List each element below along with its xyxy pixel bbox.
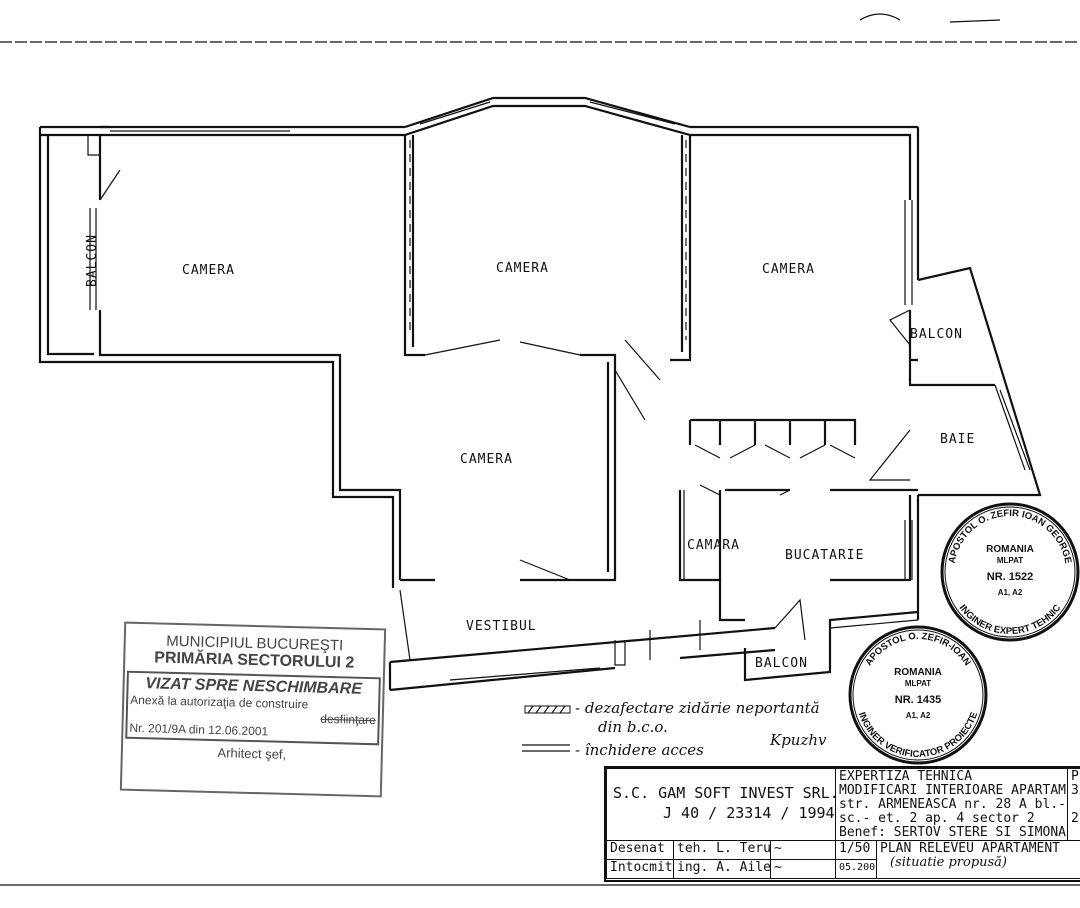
project-line-1: EXPERTIZA TEHNICA [839, 769, 973, 784]
seal-verificator-proiecte: APOSTOL O. ZEFIR-IOAN INGINER VERIFICATO… [848, 625, 988, 765]
seal1-nr: NR. 1522 [987, 571, 1033, 583]
made-signature: ~ [770, 859, 836, 879]
svg-text:INGINER EXPERT TEHNIC: INGINER EXPERT TEHNIC [957, 603, 1064, 637]
beneficiary: Benef: SERTOV STERE SI SIMONA [839, 825, 1066, 840]
sheet-title: PLAN RELEVEU APARTAMENT [880, 841, 1061, 856]
sheet-subtitle: (situatie propusă) [890, 855, 1008, 870]
project-line-4: sc.- et. 2 ap. 4 sector 2 [839, 811, 1035, 826]
seal2-class: A1, A2 [906, 711, 931, 720]
room-label-balcon-bottom: BALCON [755, 656, 808, 671]
room-label-camera-2: CAMERA [496, 261, 549, 276]
room-label-camara: CAMARA [687, 538, 740, 553]
project-label: Pr [1071, 769, 1080, 784]
legend-item-demolish: - dezafectare zidărie neportantă [575, 699, 820, 717]
room-label-balcon-left: BALCON [85, 234, 100, 287]
room-label-camera-3: CAMERA [762, 262, 815, 277]
room-label-bucatarie: BUCATARIE [785, 548, 864, 563]
seal1-class: A1, A2 [998, 588, 1023, 597]
drawn-signature: ~ [770, 840, 836, 860]
room-label-baie: BAIE [940, 432, 975, 447]
room-label-camera-1: CAMERA [182, 263, 235, 278]
company-reg: J 40 / 23314 / 1994 [663, 804, 835, 822]
seal2-country: ROMANIA [894, 667, 942, 678]
stamp-signer: Arhitect şef, [217, 745, 287, 762]
drawn-by: teh. L. Teru [673, 840, 771, 860]
room-label-vestibul: VESTIBUL [466, 619, 537, 634]
drawn-label: Desenat [606, 840, 674, 860]
legend-item-demolish-cont: din b.c.o. [598, 718, 668, 736]
room-label-camera-4: CAMERA [460, 452, 513, 467]
legend-item-close-access: - închidere acces [575, 741, 704, 759]
seal2-org: MLPAT [905, 679, 931, 688]
scale: 1/50 [835, 840, 877, 860]
primaria-approval-stamp: MUNICIPIUL BUCUREŞTI PRIMĂRIA SECTORULUI… [119, 621, 387, 798]
svg-text:APOSTOL O. ZEFIR-IOAN: APOSTOL O. ZEFIR-IOAN [863, 631, 973, 668]
company-name: S.C. GAM SOFT INVEST SRL. [613, 784, 836, 802]
stamp-option-construire: construire [255, 696, 309, 712]
project-number: 32 [1071, 783, 1080, 798]
seal1-org: MLPAT [997, 556, 1023, 565]
room-label-balcon-right: BALCON [910, 327, 963, 342]
walls [38, 96, 1042, 752]
made-label: Intocmit [606, 859, 674, 879]
title-block: S.C. GAM SOFT INVEST SRL. J 40 / 23314 /… [604, 766, 1080, 882]
seal1-role: INGINER EXPERT TEHNIC [957, 603, 1064, 637]
project-line-3: str. ARMENEASCA nr. 28 A bl.- [839, 797, 1066, 812]
stamp-option-desfiintare: desfiinţare [320, 711, 376, 728]
seal2-nr: NR. 1435 [895, 694, 941, 706]
seal-expert-tehnic: APOSTOL O. ZEFIR IOAN GEORGE INGINER EXP… [940, 502, 1080, 642]
seal1-country: ROMANIA [986, 544, 1034, 555]
project-number-2: 2 [1071, 811, 1079, 826]
scribble [859, 13, 1001, 23]
date: 05.2001 [835, 859, 877, 879]
project-line-2: MODIFICARI INTERIOARE APARTAMENT [839, 783, 1068, 798]
signature: Kpuzhv [769, 731, 827, 749]
made-by: ing. A. Ailenei [673, 859, 771, 879]
seal2-name: APOSTOL O. ZEFIR-IOAN [863, 631, 973, 668]
